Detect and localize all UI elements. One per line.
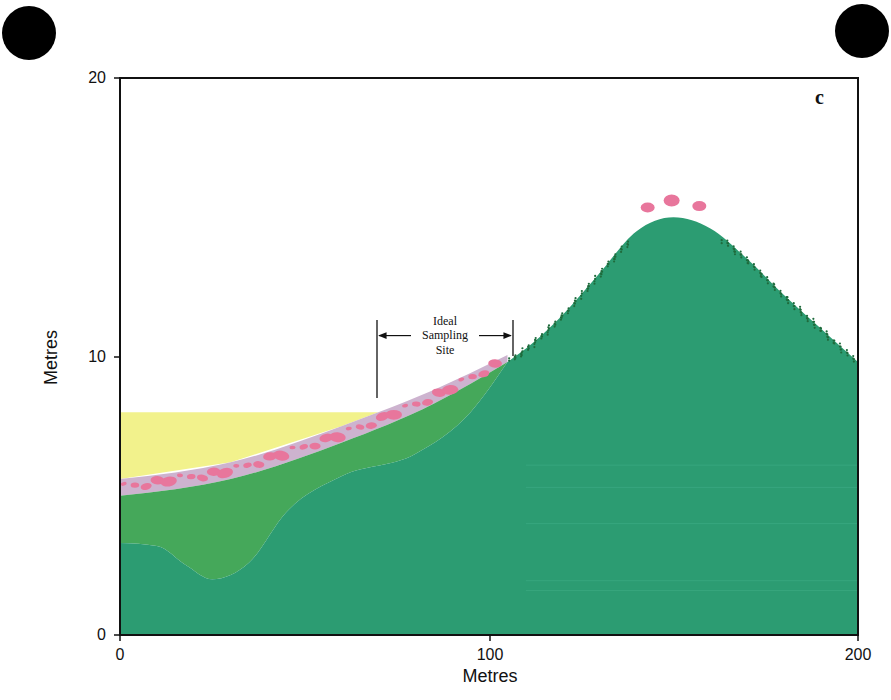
site-label: Ideal Sampling Site — [414, 314, 476, 357]
pebbles — [120, 195, 706, 492]
punch-hole — [835, 4, 889, 58]
axis-tick-label: 20 — [88, 69, 106, 87]
streak — [526, 487, 858, 488]
streak — [526, 523, 858, 524]
axis-title: Metres — [462, 666, 517, 687]
vegetation-speckle — [508, 239, 855, 363]
axis-tick — [489, 635, 491, 641]
axis-tick — [857, 635, 859, 641]
punch-hole — [2, 6, 56, 60]
axis-tick — [114, 77, 120, 79]
axis-tick — [114, 356, 120, 358]
axis-tick — [114, 634, 120, 636]
panel-letter: c — [815, 86, 824, 109]
axis-tick-label: 0 — [116, 646, 125, 664]
axis-title: Metres — [41, 329, 62, 384]
plot-frame — [120, 78, 858, 635]
axis-tick — [119, 635, 121, 641]
streak — [526, 590, 858, 591]
axis-tick-label: 200 — [845, 646, 872, 664]
streak — [526, 580, 858, 581]
bedrock-hill — [120, 217, 858, 635]
axis-tick-label: 100 — [477, 646, 504, 664]
axis-tick-label: 10 — [88, 348, 106, 366]
axis-tick-label: 0 — [97, 626, 106, 644]
streak — [526, 465, 858, 466]
